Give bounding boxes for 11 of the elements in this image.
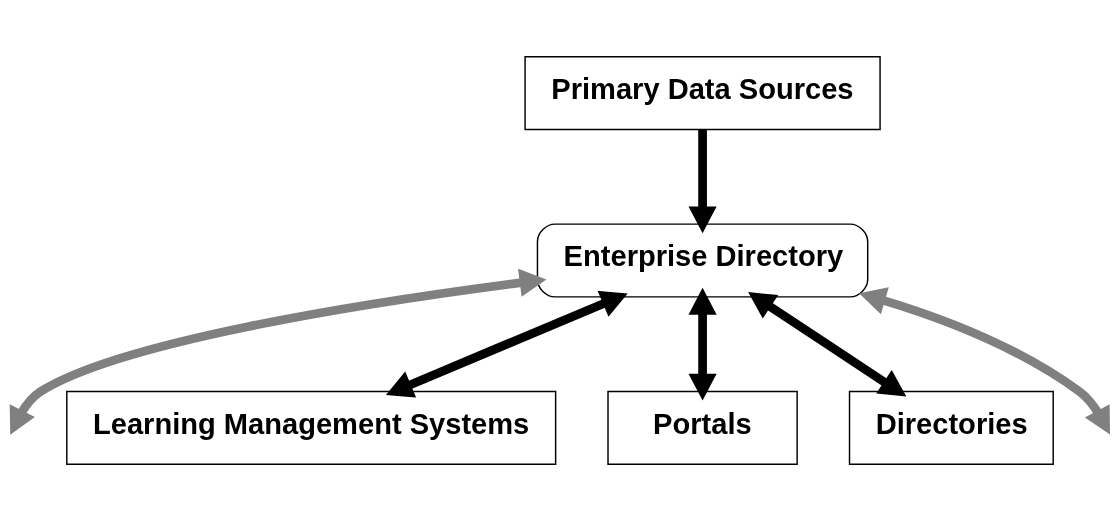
node-box: Enterprise Directory: [536, 222, 869, 298]
arrow: [385, 290, 628, 398]
node-box: Learning Management Systems: [66, 390, 557, 465]
node-box: Portals: [607, 390, 798, 465]
arrow: [859, 286, 1110, 435]
arrow: [748, 291, 907, 397]
arrow: [688, 287, 717, 401]
arrow: [688, 129, 717, 233]
arrow: [9, 268, 547, 435]
node-box: Primary Data Sources: [524, 55, 881, 130]
node-box: Directories: [848, 390, 1054, 465]
